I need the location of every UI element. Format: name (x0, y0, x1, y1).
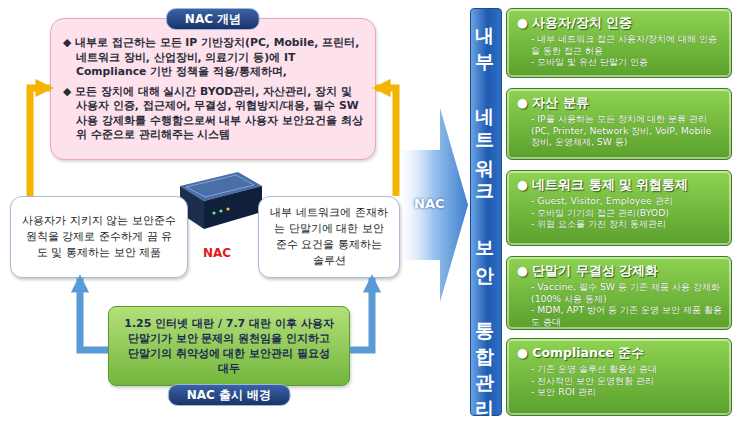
big-arrow (398, 108, 468, 302)
flow-arrow (80, 278, 108, 350)
function-item: - 위협 요소를 가진 장치 통제관리 (531, 218, 723, 230)
function-heading: ● 사용자/장치 인증 (517, 14, 723, 31)
device-led (219, 209, 222, 212)
pill-label: NAC 개념 (166, 8, 260, 30)
function-box: ● 네트워크 통제 및 위협통제 - Guest, Visitor, Employ… (506, 170, 732, 246)
function-box: ● 단말기 무결성 강제화 - Vaccine, 필수 SW 등 기존 제품 사용… (506, 256, 732, 330)
flow-arrow (350, 278, 372, 350)
function-box: ● Compliance 준수 - 기존 운영 솔루션 활용성 증대- 전사적인 … (506, 338, 732, 416)
device-edge (186, 175, 254, 197)
function-item: - Vaccine, 필수 SW 등 기존 제품 사용 강제화(100% 사용 … (531, 281, 723, 304)
device-led (212, 211, 215, 214)
box-text: 1.25 인터넷 대란 / 7.7 대란 이후 사용자 단말기가 보안 문제의 … (121, 316, 337, 376)
role-box: 사용자가 지키지 않는 보안준수 원칙을 강제로 준수하게 끔 유도 및 통제하… (10, 196, 188, 278)
function-item: - 보안 ROI 관리 (531, 386, 723, 398)
function-box: ● 사용자/장치 인증 - 내부 네트워크 접근 사용자/장치에 대해 인증을 통… (506, 8, 732, 78)
function-heading: ● Compliance 준수 (517, 344, 723, 361)
pill-label: NAC 출시 배경 (168, 384, 291, 406)
nac-device (180, 172, 262, 229)
box-text: 내부 네트워크에 존재하는 단말기에 대한 보안 준수 요건을 통제하는 솔루션 (269, 205, 389, 269)
function-item: - 모바일 기기의 접근 관리(BYOD) (531, 207, 723, 219)
device-led (226, 207, 229, 210)
function-item: - 기존 운영 솔루션 활용성 증대 (531, 363, 723, 375)
device-label: NAC (203, 246, 231, 260)
flow-arrow (30, 88, 50, 196)
device-side (204, 186, 262, 229)
solution-box: 내부 네트워크에 존재하는 단말기에 대한 보안 준수 요건을 통제하는 솔루션 (258, 196, 400, 278)
function-item: - Guest, Visitor, Employee 관리 (531, 195, 723, 207)
band-text: 내부 네트워크 보안 통합관리 (473, 13, 499, 412)
background-box: 1.25 인터넷 대란 / 7.7 대란 이후 사용자 단말기가 보안 문제의 … (108, 306, 350, 386)
function-heading: ● 네트워크 통제 및 위협통제 (517, 176, 723, 193)
concept-text: ◆ 내부로 접근하는 모든 IP 기반장치(PC, Mobile, 프린터, 네… (63, 36, 363, 80)
function-item: - 모바일 및 유선 단말기 인증 (531, 56, 723, 68)
arrow-label: NAC (414, 196, 444, 211)
integration-band: 내부 네트워크 보안 통합관리 (470, 8, 502, 416)
concept-text: ◆ 모든 장치에 대해 실시간 BYOD관리, 자산관리, 장치 및 사용자 인… (63, 85, 363, 143)
function-heading: ● 단말기 무결성 강제화 (517, 262, 723, 279)
function-heading: ● 자산 분류 (517, 94, 723, 111)
box-text: 사용자가 지키지 않는 보안준수 원칙을 강제로 준수하게 끔 유도 및 통제하… (21, 213, 177, 261)
function-item: - 전사적인 보안 운영현황 관리 (531, 375, 723, 387)
function-item: - MDM, APT 방어 등 기존 운영 보안 제품 활용도 증대 (531, 304, 723, 327)
function-item: - IP를 사용하는 모든 장치에 대한 분류 관리(PC, Printer, … (531, 113, 723, 148)
concept-box: NAC 개념◆ 내부로 접근하는 모든 IP 기반장치(PC, Mobile, … (50, 18, 376, 160)
function-box: ● 자산 분류 - IP를 사용하는 모든 장치에 대한 분류 관리(PC, Pr… (506, 88, 732, 160)
function-item: - 내부 네트워크 접근 사용자/장치에 대해 인증을 통한 접근 허용 (531, 33, 723, 56)
flow-arrow (376, 88, 396, 196)
